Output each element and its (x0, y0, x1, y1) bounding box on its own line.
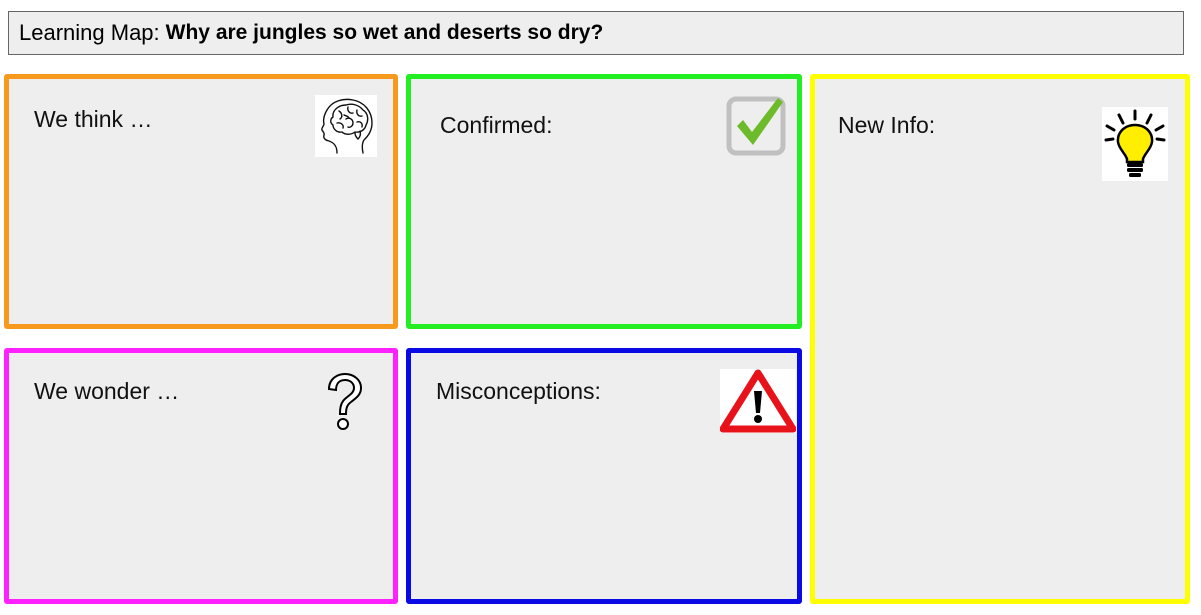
new-info-label: New Info: (838, 112, 936, 138)
we-think-box[interactable]: We think … (4, 74, 398, 329)
confirmed-label: Confirmed: (440, 112, 553, 138)
title-prefix: Learning Map: (19, 20, 160, 45)
checkbox-check-icon (725, 93, 789, 157)
warning-icon (719, 369, 797, 433)
confirmed-box[interactable]: Confirmed: (406, 74, 802, 329)
learning-map-title: Learning Map: Why are jungles so wet and… (8, 11, 1184, 55)
we-think-label: We think … (34, 106, 153, 132)
brain-icon (315, 95, 377, 157)
new-info-box[interactable]: New Info: (810, 74, 1190, 604)
misconceptions-box[interactable]: Misconceptions: (406, 348, 802, 604)
question-mark-icon (319, 371, 369, 433)
lightbulb-icon (1102, 107, 1168, 181)
we-wonder-box[interactable]: We wonder … (4, 348, 398, 604)
misconceptions-label: Misconceptions: (436, 378, 601, 404)
title-question: Why are jungles so wet and deserts so dr… (165, 21, 604, 44)
we-wonder-label: We wonder … (34, 378, 180, 404)
